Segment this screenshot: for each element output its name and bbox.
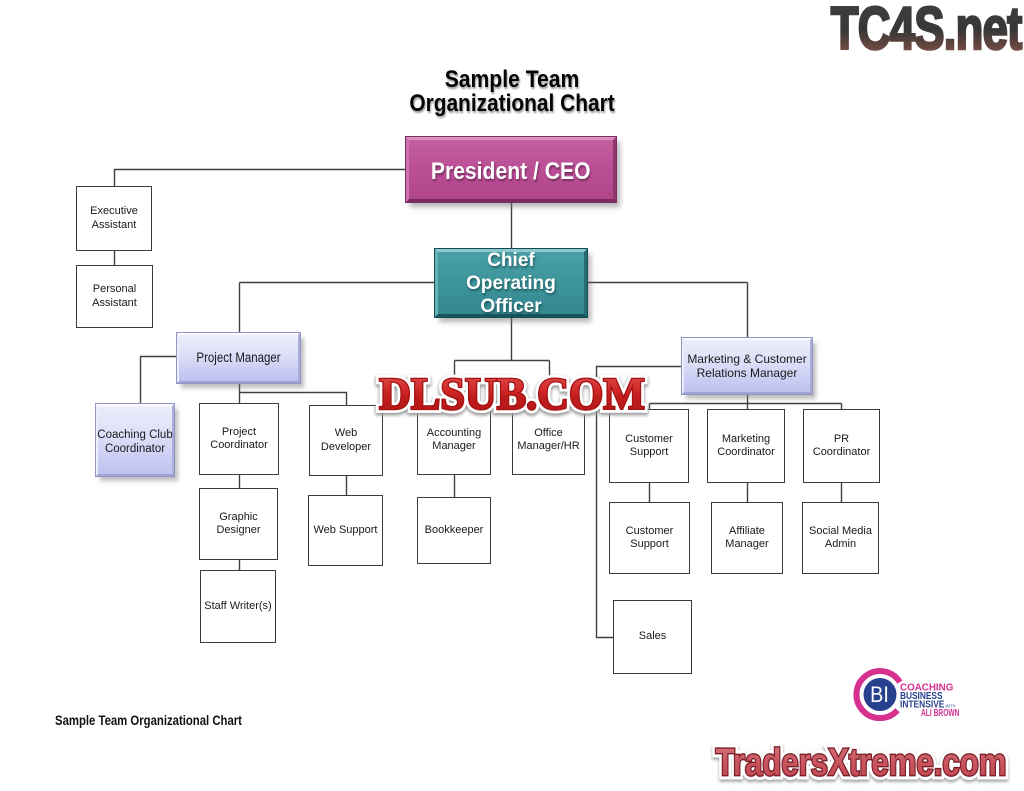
- svg-text:TradersXtreme.com: TradersXtreme.com: [716, 742, 1007, 784]
- svg-text:DLSUB.COM: DLSUB.COM: [379, 369, 645, 420]
- svg-text:INTENSIVE WITH: INTENSIVE WITH: [900, 699, 955, 710]
- svg-text:COACHING: COACHING: [900, 683, 954, 694]
- svg-text:DLSUB.COM: DLSUB.COM: [379, 371, 645, 422]
- svg-text:DLSUB.COM: DLSUB.COM: [379, 369, 645, 420]
- svg-text:TradersXtreme.com: TradersXtreme.com: [716, 744, 1007, 786]
- svg-text:ALI BROWN: ALI BROWN: [921, 707, 959, 719]
- svg-text:TradersXtreme.com: TradersXtreme.com: [716, 742, 1007, 784]
- svg-text:DLSUB.COM: DLSUB.COM: [379, 369, 645, 420]
- svg-text:TradersXtreme.com: TradersXtreme.com: [716, 742, 1007, 784]
- svg-text:BUSINESS: BUSINESS: [900, 690, 943, 701]
- svg-text:TC4S.net: TC4S.net: [831, 0, 1023, 62]
- svg-text:BI: BI: [870, 683, 889, 707]
